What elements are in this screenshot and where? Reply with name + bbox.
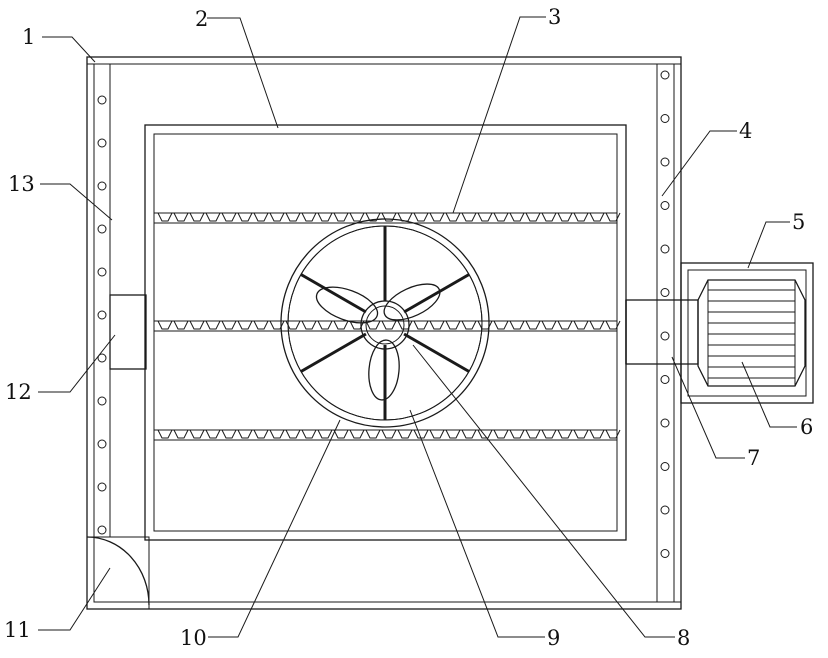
- fan-assembly: [281, 219, 489, 427]
- heater-dot: [661, 332, 669, 340]
- label-13: 13: [8, 172, 35, 196]
- outer-housing: [87, 57, 681, 609]
- heater-dot: [661, 506, 669, 514]
- heater-dot: [661, 202, 669, 210]
- fan-rib: [301, 334, 366, 372]
- label-2: 2: [195, 7, 208, 31]
- heater-dot: [98, 526, 106, 534]
- label-5: 5: [792, 210, 805, 234]
- fan-rib: [404, 275, 469, 313]
- drive-shaft: [626, 300, 698, 364]
- label-8: 8: [677, 626, 690, 650]
- heater-dot: [661, 550, 669, 558]
- label-7: 7: [747, 446, 760, 470]
- label-3: 3: [548, 5, 561, 29]
- label-6: 6: [800, 415, 813, 439]
- shelf-bottom: [154, 430, 620, 440]
- heater-dot: [661, 376, 669, 384]
- heater-dot: [98, 397, 106, 405]
- heater-dot: [661, 289, 669, 297]
- heater-dot: [661, 463, 669, 471]
- heater-dot: [98, 225, 106, 233]
- heater-dot: [98, 96, 106, 104]
- label-9: 9: [547, 626, 560, 650]
- label-12: 12: [5, 380, 32, 404]
- label-11: 11: [4, 618, 31, 642]
- motor: [698, 280, 805, 386]
- fan-blades: [312, 277, 445, 402]
- heater-dot: [98, 483, 106, 491]
- fan-rib: [301, 275, 366, 313]
- label-1: 1: [22, 25, 35, 49]
- heater-dot: [98, 440, 106, 448]
- corner-door: [87, 537, 149, 609]
- drying-chamber-frame: [145, 125, 626, 540]
- heater-dot: [98, 311, 106, 319]
- left-filter-block: [110, 295, 146, 369]
- motor-housing: [681, 263, 813, 403]
- left-heating-strip: [87, 64, 110, 537]
- right-heating-strip: [657, 64, 681, 602]
- heater-dot: [661, 71, 669, 79]
- heater-dot: [661, 419, 669, 427]
- heater-dot: [98, 182, 106, 190]
- shelf-top: [154, 213, 620, 223]
- fan-rib: [404, 334, 469, 372]
- heater-dot: [661, 115, 669, 123]
- shelf-middle: [154, 321, 620, 331]
- label-10: 10: [180, 626, 207, 650]
- label-4: 4: [739, 119, 752, 143]
- heater-dot: [661, 245, 669, 253]
- heater-dot: [98, 268, 106, 276]
- heater-dot: [98, 139, 106, 147]
- heater-dot: [661, 158, 669, 166]
